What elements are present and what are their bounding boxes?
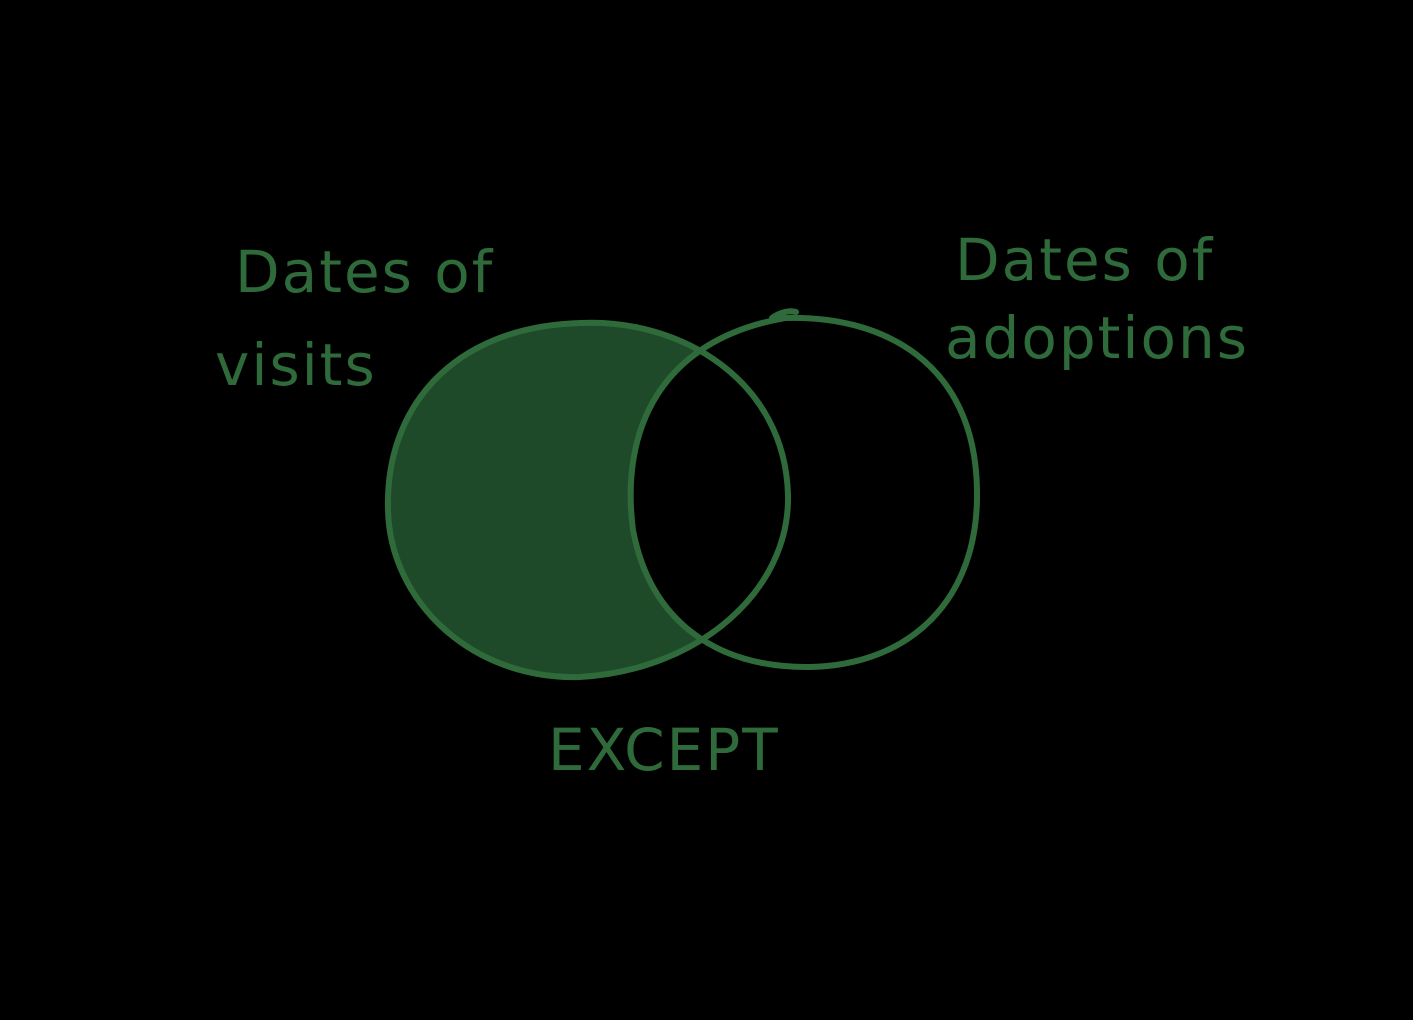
operation-label: EXCEPT <box>548 716 780 784</box>
left-set-label-line1: Dates of <box>235 238 494 306</box>
left-set-circle <box>384 319 792 681</box>
right-set-circle <box>627 314 981 671</box>
right-set-label-line2: adoptions <box>945 304 1249 372</box>
left-set-label-line2: visits <box>215 331 377 399</box>
intersection-region <box>630 322 789 668</box>
right-set-circle-flick <box>769 308 799 321</box>
right-set-label-line1: Dates of <box>955 226 1214 294</box>
